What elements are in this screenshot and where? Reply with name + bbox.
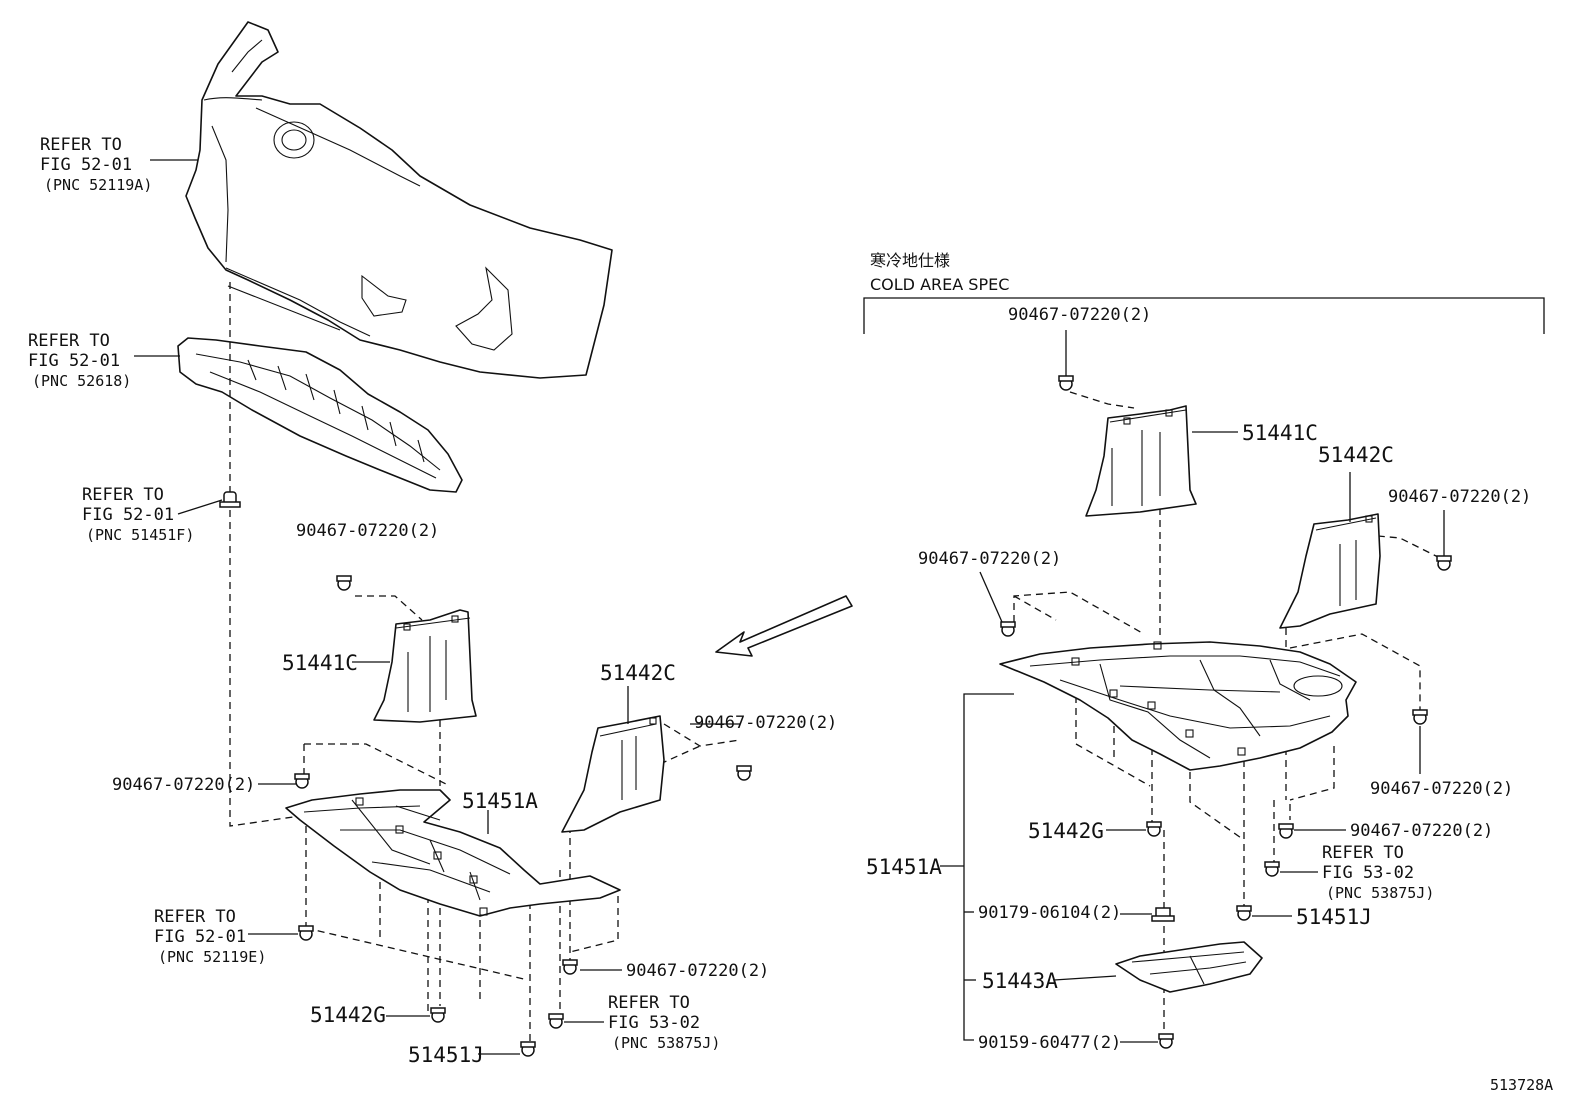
left-leader-lines	[134, 159, 740, 1055]
refer-bumper-label: REFER TO FIG 52-01 (PNC 52119A)	[40, 135, 152, 194]
refer-absorber-label: REFER TO FIG 52-01 (PNC 52618)	[28, 331, 131, 390]
right-shield-51442c	[1279, 513, 1381, 629]
left-shield-51441c	[373, 609, 477, 723]
bolt-icon	[1412, 709, 1428, 725]
right-bolt-top-label: 90467-07220(2)	[1008, 305, 1151, 325]
svg-text:(PNC 52119A): (PNC 52119A)	[44, 176, 152, 194]
cold-area-spec-en: COLD AREA SPEC	[870, 275, 1009, 294]
left-part-51451a-label: 51451A	[462, 789, 538, 813]
svg-text:FIG 52-01: FIG 52-01	[82, 505, 174, 525]
svg-text:FIG 53-02: FIG 53-02	[1322, 863, 1414, 883]
bolt-icon	[430, 1007, 446, 1023]
bolt-icon	[1264, 861, 1280, 877]
svg-text:(PNC 52618): (PNC 52618)	[32, 372, 131, 390]
cold-area-spec-bracket	[863, 297, 1545, 334]
svg-text:REFER TO: REFER TO	[28, 331, 110, 351]
right-part-90159-label: 90159-60477(2)	[978, 1033, 1121, 1053]
cold-area-spec-jp: 寒冷地仕様	[870, 251, 950, 270]
bolt-icon	[1146, 821, 1162, 837]
right-part-51451a-label: 51451A	[866, 855, 942, 879]
right-bolt-right-mid-label: 90467-07220(2)	[1370, 779, 1513, 799]
left-part-51442g-label: 51442G	[310, 1003, 386, 1027]
left-undercover-51451a	[285, 789, 621, 917]
right-leader-lines	[940, 330, 1445, 1043]
front-bumper-cover	[185, 21, 613, 379]
bolt-icon	[1436, 555, 1452, 571]
svg-text:REFER TO: REFER TO	[82, 485, 164, 505]
svg-text:(PNC 51451F): (PNC 51451F)	[86, 526, 194, 544]
bolt-icon	[1236, 905, 1252, 921]
right-bolt-far-right-label: 90467-07220(2)	[1388, 487, 1531, 507]
bolt-icon	[1000, 621, 1016, 637]
illustration-number: 513728A	[1490, 1076, 1553, 1094]
left-part-51451j-label: 51451J	[408, 1043, 484, 1067]
right-assembly-lines	[1013, 391, 1441, 1040]
right-part-51443a-label: 51443A	[982, 969, 1058, 993]
svg-text:REFER TO: REFER TO	[1322, 843, 1404, 863]
right-bolt-left-label: 90467-07220(2)	[918, 549, 1061, 569]
left-shield-51442c	[561, 715, 665, 833]
left-bolt-right-label: 90467-07220(2)	[694, 713, 837, 733]
refer-clip-51451f-label: REFER TO FIG 52-01 (PNC 51451F)	[82, 485, 194, 544]
svg-text:REFER TO: REFER TO	[154, 907, 236, 927]
refer-left-53875j-label: REFER TO FIG 53-02 (PNC 53875J)	[608, 993, 720, 1052]
bolt-icon	[548, 1013, 564, 1029]
refer-right-53875j-label: REFER TO FIG 53-02 (PNC 53875J)	[1322, 843, 1434, 902]
left-bolt-left-label: 90467-07220(2)	[112, 775, 255, 795]
svg-text:REFER TO: REFER TO	[608, 993, 690, 1013]
svg-text:(PNC 53875J): (PNC 53875J)	[612, 1034, 720, 1052]
right-bolt-right-low-label: 90467-07220(2)	[1350, 821, 1493, 841]
left-fasteners	[219, 491, 752, 1057]
clip-icon	[219, 491, 241, 508]
right-part-51451j-label: 51451J	[1296, 905, 1372, 929]
right-fasteners	[1000, 375, 1452, 1049]
svg-text:FIG 52-01: FIG 52-01	[28, 351, 120, 371]
left-bolt-top-label: 90467-07220(2)	[296, 521, 439, 541]
right-cover-51443a	[1115, 941, 1263, 993]
bolt-icon	[1278, 823, 1294, 839]
left-part-51441c-label: 51441C	[282, 651, 358, 675]
svg-text:REFER TO: REFER TO	[40, 135, 122, 155]
svg-text:(PNC 53875J): (PNC 53875J)	[1326, 884, 1434, 902]
bolt-icon	[736, 765, 752, 781]
bolt-icon	[520, 1041, 536, 1057]
bolt-icon	[1158, 1033, 1174, 1049]
bolt-icon	[562, 959, 578, 975]
right-part-51442g-label: 51442G	[1028, 819, 1104, 843]
right-part-51441c-label: 51441C	[1242, 421, 1318, 445]
bolt-icon	[336, 575, 352, 591]
right-shield-51441c	[1085, 405, 1197, 517]
svg-text:(PNC 52119E): (PNC 52119E)	[158, 948, 266, 966]
left-part-51442c-label: 51442C	[600, 661, 676, 685]
direction-arrow-icon	[715, 595, 853, 657]
svg-text:FIG 52-01: FIG 52-01	[154, 927, 246, 947]
nut-icon	[1151, 907, 1175, 922]
right-part-90179-label: 90179-06104(2)	[978, 903, 1121, 923]
bolt-icon	[298, 925, 314, 941]
svg-text:FIG 52-01: FIG 52-01	[40, 155, 132, 175]
svg-text:FIG 53-02: FIG 53-02	[608, 1013, 700, 1033]
right-undercover-51451a	[999, 641, 1357, 771]
bolt-icon	[1058, 375, 1074, 391]
bolt-icon	[294, 773, 310, 789]
left-bolt-bottom-label: 90467-07220(2)	[626, 961, 769, 981]
right-part-51442c-label: 51442C	[1318, 443, 1394, 467]
left-assembly-lines	[229, 282, 741, 1044]
refer-clip-52119e-label: REFER TO FIG 52-01 (PNC 52119E)	[154, 907, 266, 966]
bumper-absorber	[177, 337, 463, 493]
